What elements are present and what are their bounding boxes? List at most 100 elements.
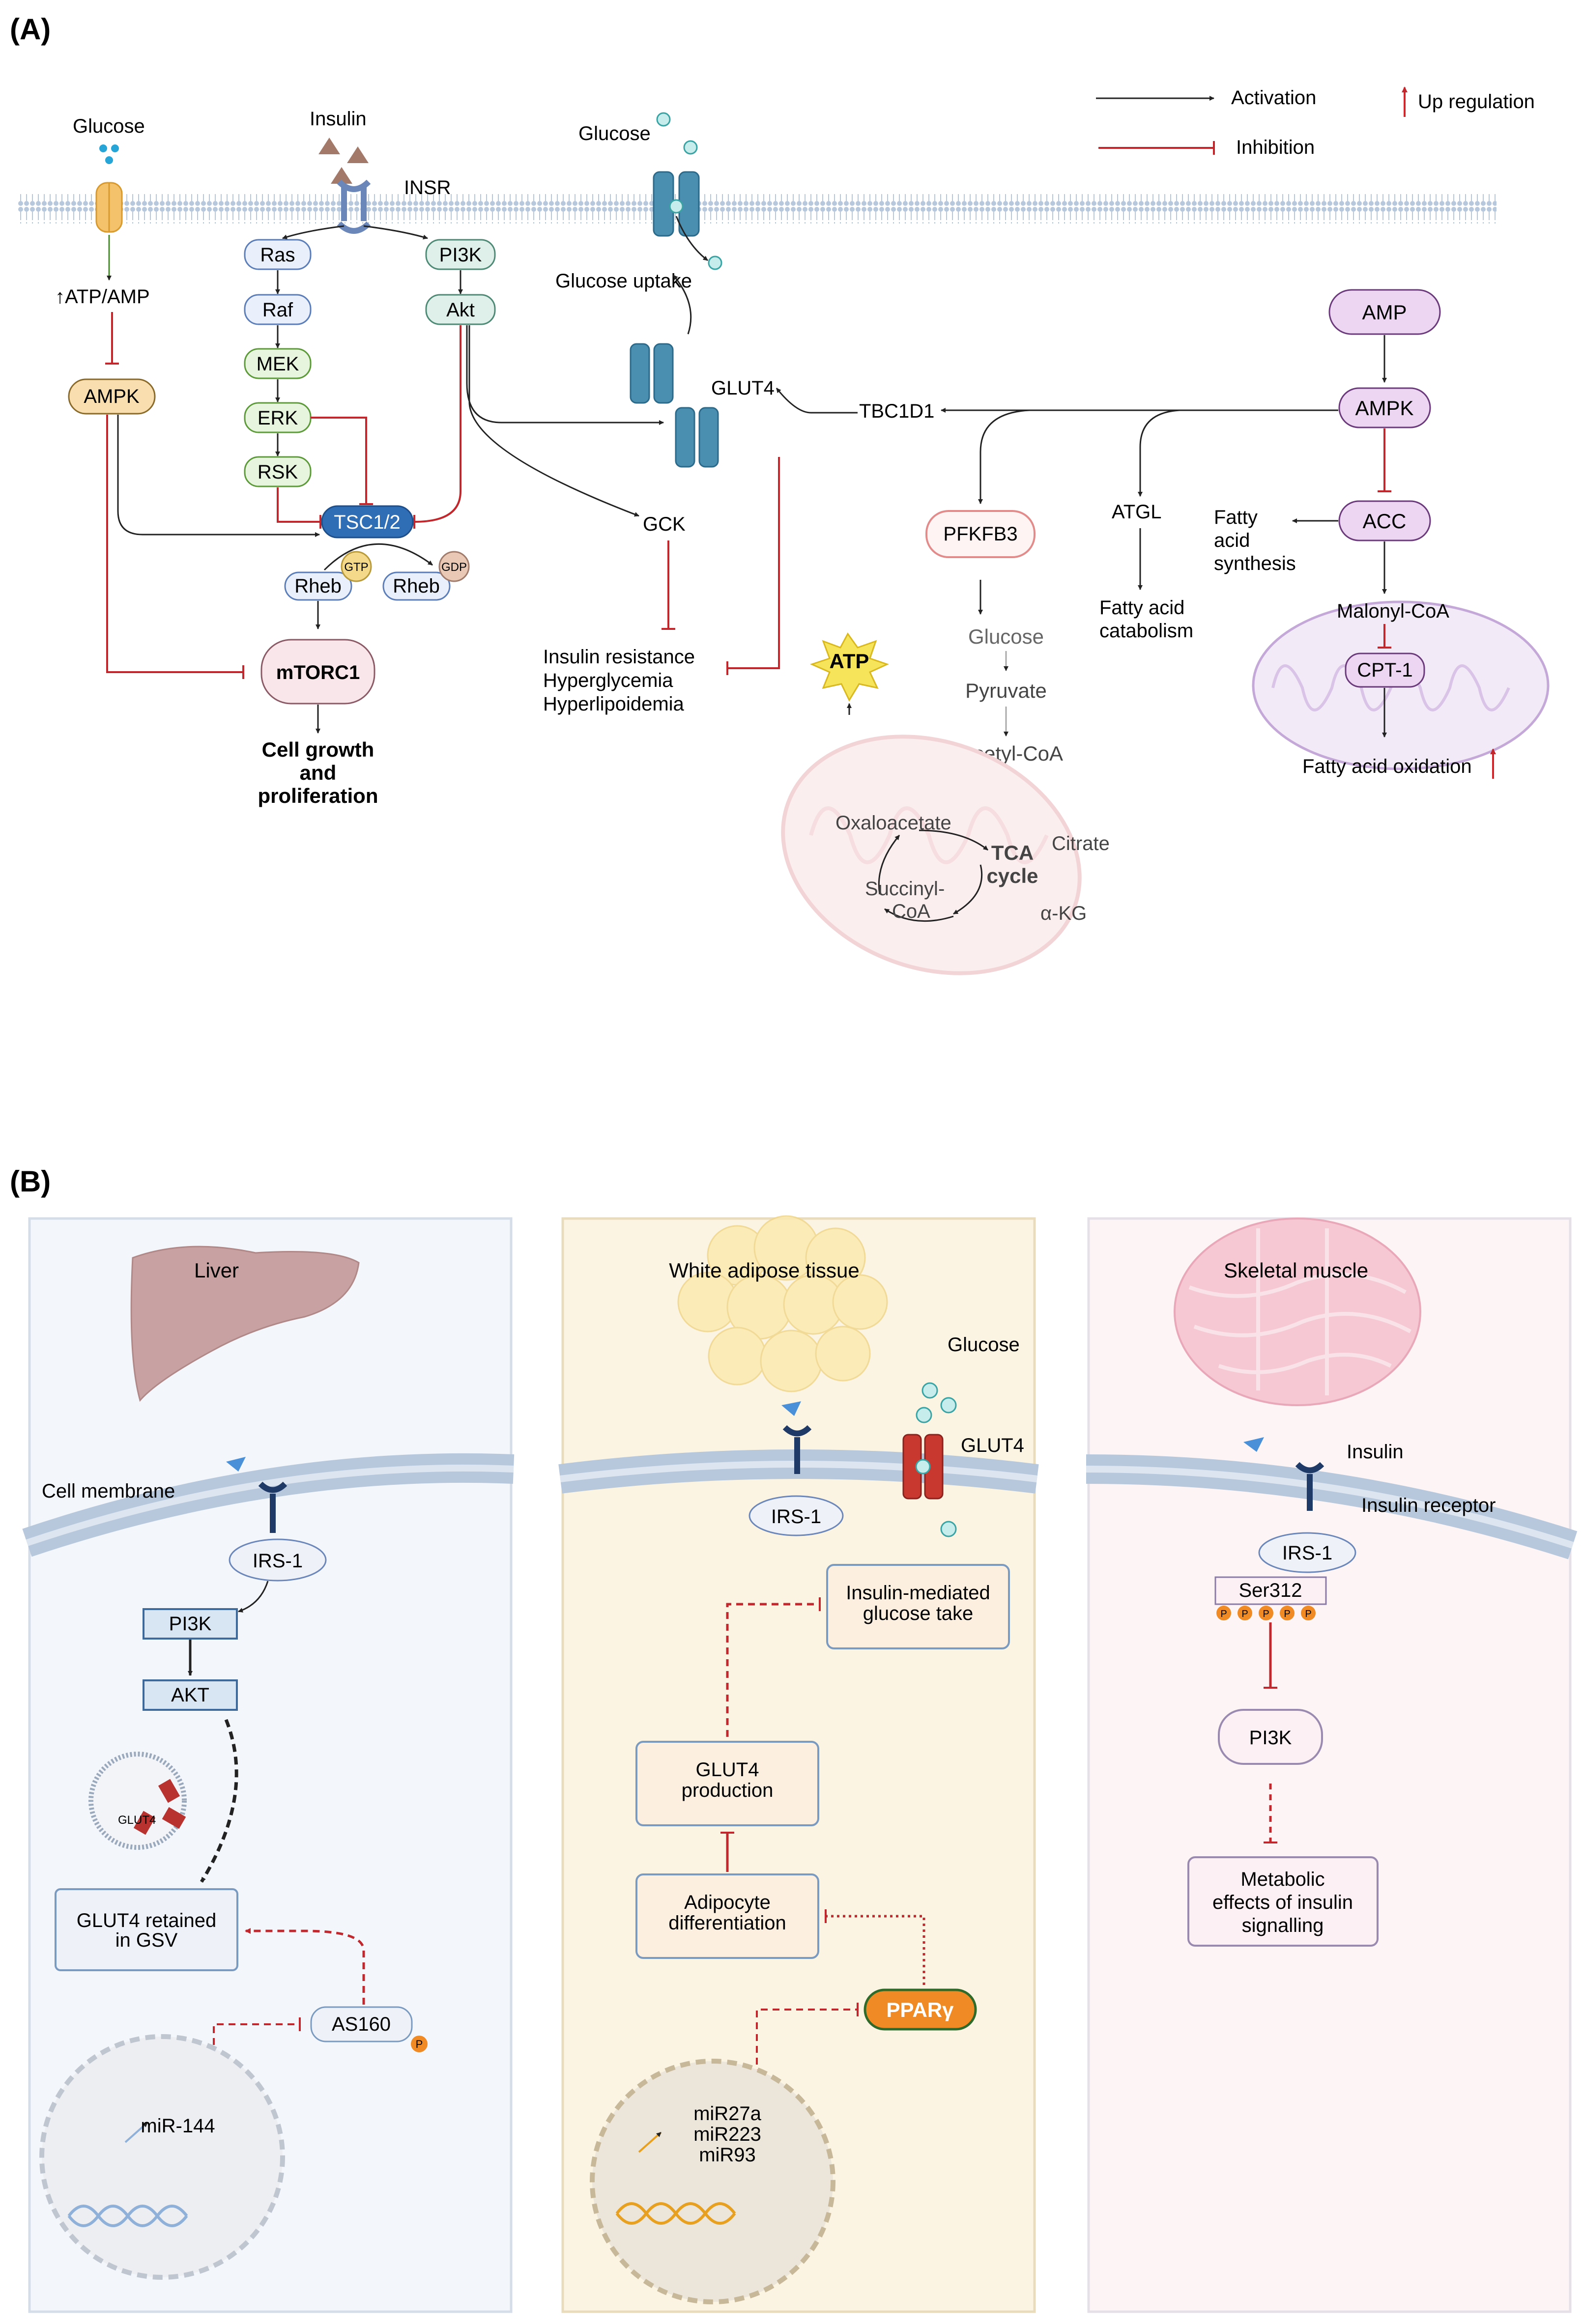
muscle-tissue-icon (1174, 1218, 1421, 1406)
gsv-line-1: GLUT4 retained (77, 1910, 217, 1931)
ser312-label: Ser312 (1239, 1580, 1302, 1601)
adipose-glut4-label: GLUT4 (961, 1435, 1024, 1456)
akt-to-gsv-dashed (200, 1719, 238, 1883)
liver-receptor-icon (258, 1481, 288, 1533)
ampk-to-atgl-arrow (1138, 409, 1180, 497)
liver-panel: Liver Cell membrane IRS-1 PI3K AKT (22, 1217, 515, 2313)
akt-node (425, 294, 496, 325)
ampk-to-pfkfb3-arrow (978, 409, 1030, 504)
liver-irs1-label: IRS-1 (253, 1550, 303, 1572)
legend-inhibition-label: Inhibition (1236, 137, 1315, 158)
adipose-irs1-label: IRS-1 (771, 1506, 821, 1528)
mitochondrion-tca (781, 735, 1082, 975)
pfkfb3-label: PFKFB3 (943, 523, 1017, 545)
glut4-inhibits-disease (726, 457, 780, 675)
ampk-right-label: AMPK (1355, 397, 1413, 420)
rsk-inhibits-tsc (277, 487, 321, 529)
cell-growth-line-1: Cell growth (262, 738, 374, 761)
phospho-label-3: P (1263, 1609, 1269, 1619)
insr-to-ras-arrow (282, 225, 345, 239)
metabolic-node (1187, 1856, 1379, 1947)
muscle-insulin-icon (1243, 1437, 1264, 1452)
mtorc1-label: mTORC1 (276, 662, 360, 683)
tbc1d1-to-glut4-arrow (776, 388, 858, 414)
succinyl-line-2: CoA (892, 901, 930, 922)
pyruvate-label: Pyruvate (965, 679, 1047, 702)
disease-line-2: Hyperglycemia (543, 670, 673, 691)
diff-line-1: Adipocyte (684, 1892, 771, 1913)
akt-to-gck-arrow (468, 325, 639, 517)
glycolysis-glucose-label: Glucose (968, 625, 1044, 648)
liver-insulin-icon (226, 1457, 246, 1472)
adipose-glucose-label: Glucose (948, 1334, 1020, 1356)
uptake-line-1: Insulin-mediated (846, 1582, 990, 1604)
insr-receptor-icon (337, 179, 371, 234)
atp-label: ATP (830, 650, 869, 673)
adipose-title: White adipose tissue (669, 1259, 860, 1282)
erk-inhibits-tsc (311, 417, 373, 505)
gsv-node (55, 1888, 238, 1971)
liver-akt-label: AKT (171, 1684, 209, 1706)
glucose-uptake-label: Glucose uptake (555, 270, 692, 292)
muscle-irs1-node (1258, 1532, 1356, 1573)
liver-pi3k-node (143, 1608, 238, 1640)
panel-a-label: (A) (10, 13, 51, 46)
panel-a: (A) Activation Inhibition Up regulation … (10, 13, 1550, 975)
legend: Activation Inhibition Up regulation (1096, 86, 1535, 158)
liver-akt-node (143, 1679, 238, 1711)
raf-label: Raf (262, 299, 293, 321)
insulin-receptor-label: Insulin receptor (1361, 1495, 1496, 1516)
production-inhibits-uptake (726, 1597, 821, 1737)
glucose-channel-left (95, 144, 123, 281)
disease-line-3: Hyperlipoidemia (543, 693, 685, 715)
atgl-label: ATGL (1112, 501, 1162, 523)
mir144-label: miR-144 (141, 2115, 215, 2137)
as160-label: AS160 (332, 2013, 391, 2035)
cpt1-node (1345, 652, 1425, 688)
pi3k-node (425, 239, 496, 270)
tca-center-line-2: cycle (986, 864, 1038, 887)
disease-line-1: Insulin resistance (543, 646, 695, 668)
acc-node (1338, 500, 1431, 541)
akg-label: α-KG (1040, 903, 1087, 924)
liver-pi3k-label: PI3K (169, 1613, 212, 1635)
gtp-label: GTP (344, 561, 368, 574)
muscle-pi3k-label: PI3K (1249, 1727, 1292, 1749)
fas-line-2: acid (1214, 530, 1250, 551)
ras-label: Ras (260, 244, 295, 266)
adipose-glut4-channel (902, 1434, 944, 1500)
pfkfb3-node (925, 510, 1036, 558)
cell-growth-line-2: and (300, 761, 337, 784)
pi3k-label: PI3K (439, 244, 482, 266)
gck-label: GCK (643, 513, 686, 535)
akt-inhibits-tsc (413, 325, 461, 529)
ampk-activates-tsc (117, 415, 320, 537)
mirna-2: miR223 (693, 2124, 761, 2145)
adipose-tissue-icon (677, 1215, 888, 1392)
pparg-label: PPARγ (887, 1998, 954, 2021)
phospho-label-5: P (1305, 1609, 1311, 1619)
rheb-gtp-node (284, 571, 352, 601)
adipose-insulin-icon (781, 1401, 801, 1416)
muscle-receptor-icon (1295, 1462, 1324, 1511)
fao-label: Fatty acid oxidation (1302, 756, 1472, 777)
legend-activation-label: Activation (1231, 87, 1316, 109)
glut4-vesicle-lower (675, 407, 719, 468)
production-line-2: production (682, 1780, 774, 1801)
fas-line-1: Fatty (1214, 507, 1258, 528)
rheb-gdp-node (382, 571, 451, 601)
phospho-group (1216, 1606, 1316, 1620)
malonyl-label: Malonyl-CoA (1337, 600, 1449, 622)
ampk-left-node (68, 378, 156, 415)
uptake-line-2: glucose take (863, 1603, 974, 1624)
metabolic-line-3: signalling (1242, 1915, 1324, 1936)
amp-label: AMP (1362, 301, 1407, 324)
liver-title: Liver (194, 1259, 239, 1282)
adipose-receptor-icon (782, 1425, 812, 1474)
vesicle-to-membrane-arrow (672, 275, 692, 335)
ampk-right-node (1338, 387, 1431, 428)
tsc-node (321, 505, 414, 538)
mirna-3: miR93 (699, 2144, 756, 2166)
as160-to-gsv-dashed (245, 1928, 365, 2005)
rsk-label: RSK (258, 461, 298, 483)
